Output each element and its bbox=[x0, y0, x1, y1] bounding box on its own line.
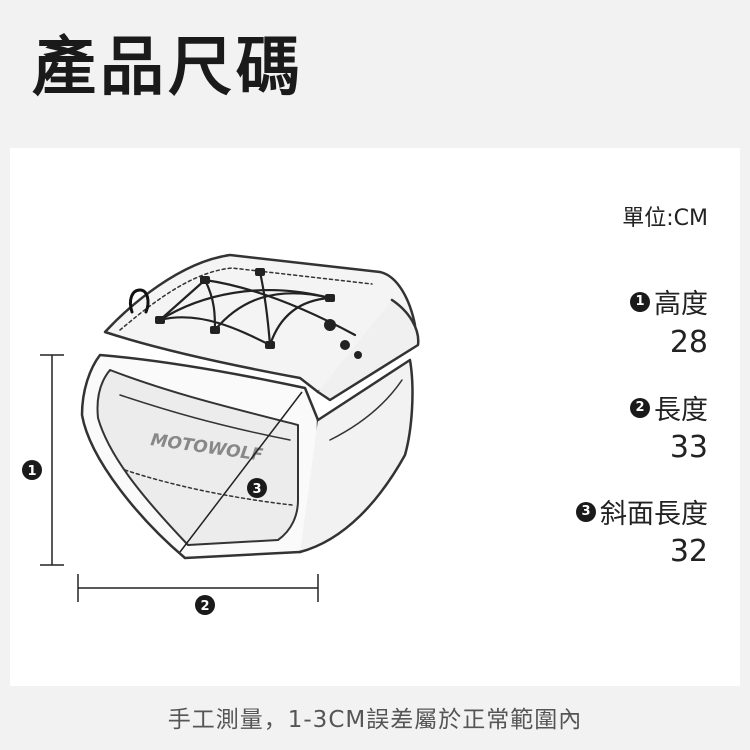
spec-height-value: 28 bbox=[669, 325, 708, 360]
spec-diagonal-label: 3 斜面長度 bbox=[576, 492, 708, 531]
product-drawing: MOTOWOLF 1 2 3 bbox=[22, 253, 420, 615]
page-title: 產品尺碼 bbox=[32, 31, 304, 105]
spec-length-marker: 2 bbox=[630, 397, 650, 418]
height-dimension-line bbox=[40, 354, 64, 566]
spec-height-label: 1 高度 bbox=[630, 282, 708, 321]
spec-length-text: 長度 bbox=[654, 395, 708, 426]
spec-height-marker: 1 bbox=[630, 291, 650, 312]
marker-1-label: 1 bbox=[27, 464, 36, 479]
marker-3: 3 bbox=[247, 478, 267, 498]
marker-3-label: 3 bbox=[252, 482, 261, 497]
spec-length-label: 2 長度 bbox=[630, 388, 708, 427]
marker-2-label: 2 bbox=[200, 599, 209, 614]
spec-height-text: 高度 bbox=[654, 289, 708, 320]
spec-diagonal-text: 斜面長度 bbox=[600, 499, 708, 530]
length-dimension-line bbox=[77, 574, 319, 602]
spec-length-value: 33 bbox=[669, 430, 708, 465]
marker-2: 2 bbox=[195, 595, 215, 615]
diagonal-dimension-line bbox=[179, 391, 303, 553]
spec-diagonal-value: 32 bbox=[669, 534, 708, 569]
saddle-bag-illustration bbox=[80, 253, 420, 560]
unit-label: 單位:CM bbox=[622, 206, 708, 231]
spec-diagonal-marker: 3 bbox=[576, 501, 596, 522]
measurement-footnote: 手工測量，1-3CM誤差屬於正常範圍內 bbox=[167, 707, 583, 733]
marker-1: 1 bbox=[22, 460, 42, 480]
